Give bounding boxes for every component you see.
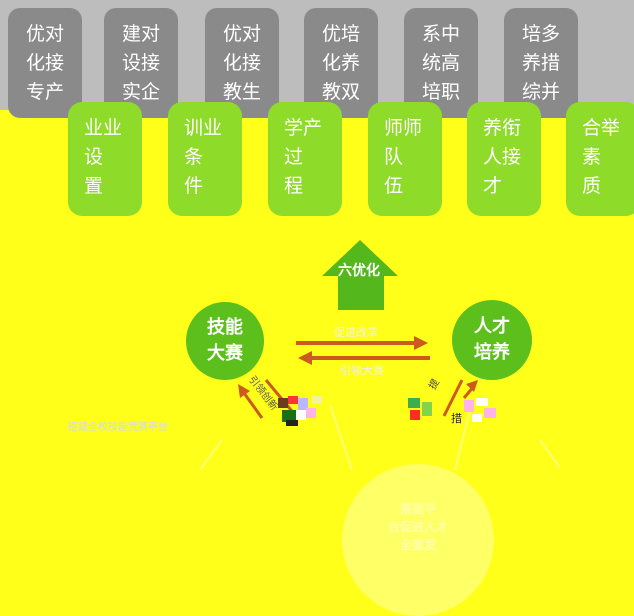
pill-line: 件 xyxy=(184,175,204,197)
card-line: 化接 xyxy=(25,52,64,74)
small-glyph: 措 xyxy=(451,412,462,425)
card-line: 系中 xyxy=(421,23,460,45)
card-line: 建对 xyxy=(121,23,160,45)
pill-line: 训业 xyxy=(184,117,223,139)
card-line: 化接 xyxy=(222,52,261,74)
node-label-line: 技能 xyxy=(207,317,243,338)
card-line: 养措 xyxy=(521,52,560,74)
card-line: 优对 xyxy=(222,23,261,45)
pill-line: 才 xyxy=(483,175,503,197)
pill-line: 养衔 xyxy=(483,117,522,139)
card-line: 实企 xyxy=(121,81,160,103)
bottom-pill-4: 师师 队 伍 xyxy=(368,102,442,216)
pill-line: 程 xyxy=(284,175,304,197)
pill-line: 质 xyxy=(582,175,602,197)
card-line: 统高 xyxy=(421,52,460,74)
glitch-block-left xyxy=(278,396,322,426)
arrow-right xyxy=(296,336,428,350)
card-line: 设接 xyxy=(121,52,160,74)
top-card-2: 建对 设接 实企 xyxy=(104,8,178,118)
top-card-3: 优对 化接 教生 xyxy=(205,8,279,118)
bottom-circle-shape xyxy=(342,464,494,616)
node-label-line: 人才 xyxy=(474,316,510,337)
bottom-circle-label: 搭建平 台促进人才 全面发 xyxy=(360,500,476,554)
pill-line: 合举 xyxy=(582,117,621,139)
bottom-pill-5: 养衔 人接 才 xyxy=(467,102,541,216)
faint-rays xyxy=(199,404,561,471)
top-card-5: 系中 统高 培职 xyxy=(404,8,478,118)
pill-line: 伍 xyxy=(384,175,404,197)
bottom-pill-1: 业业 设 置 xyxy=(68,102,142,216)
pill-line: 置 xyxy=(84,175,104,197)
top-card-1: 优对 化接 专产 xyxy=(8,8,82,118)
faint-left-caption: 搭建全校技能竞赛平台 xyxy=(68,422,168,433)
glitch-block-right xyxy=(408,398,496,422)
bottom-pill-3: 学产 过 程 xyxy=(268,102,342,216)
arrow-left xyxy=(298,351,430,365)
up-arrow-shape xyxy=(322,240,398,310)
top-card-4: 优培 化养 教双 xyxy=(304,8,378,118)
pill-line: 设 xyxy=(84,146,104,168)
bottom-pill-6: 合举 素 质 xyxy=(566,102,634,216)
bottom-circle-line: 搭建平 xyxy=(399,502,436,516)
card-line: 教双 xyxy=(321,81,360,103)
edge-label-top: 促进改革 xyxy=(334,326,378,339)
pill-line: 师师 xyxy=(384,117,423,139)
pill-line: 素 xyxy=(582,146,602,168)
pill-line: 学产 xyxy=(284,117,323,139)
card-line: 化养 xyxy=(321,52,360,74)
pill-line: 队 xyxy=(384,146,404,168)
bottom-pill-2: 训业 条 件 xyxy=(168,102,242,216)
card-line: 优培 xyxy=(321,23,360,45)
pill-line: 人接 xyxy=(483,146,522,168)
pill-line: 过 xyxy=(284,146,304,168)
bottom-circle-line: 全面发 xyxy=(399,538,436,552)
card-line: 教生 xyxy=(222,81,261,103)
edge-label-bottom: 引领大赛 xyxy=(340,364,384,377)
card-line: 优对 xyxy=(25,23,64,45)
pill-line: 条 xyxy=(184,146,204,168)
card-line: 培多 xyxy=(521,23,560,45)
card-line: 培职 xyxy=(421,81,460,103)
bottom-circle-line: 台促进人才 xyxy=(387,520,448,534)
node-label-line: 培养 xyxy=(474,342,510,363)
card-line: 专产 xyxy=(25,81,64,103)
node-skill-competition: 技能 大赛 xyxy=(186,302,264,380)
top-card-6: 培多 养措 综并 xyxy=(504,8,578,118)
up-arrow-label: 六优化 xyxy=(338,263,380,279)
node-talent-training: 人才 培养 xyxy=(452,300,532,380)
pill-line: 业业 xyxy=(84,117,123,139)
node-label-line: 大赛 xyxy=(207,343,243,364)
card-line: 综并 xyxy=(521,81,560,103)
